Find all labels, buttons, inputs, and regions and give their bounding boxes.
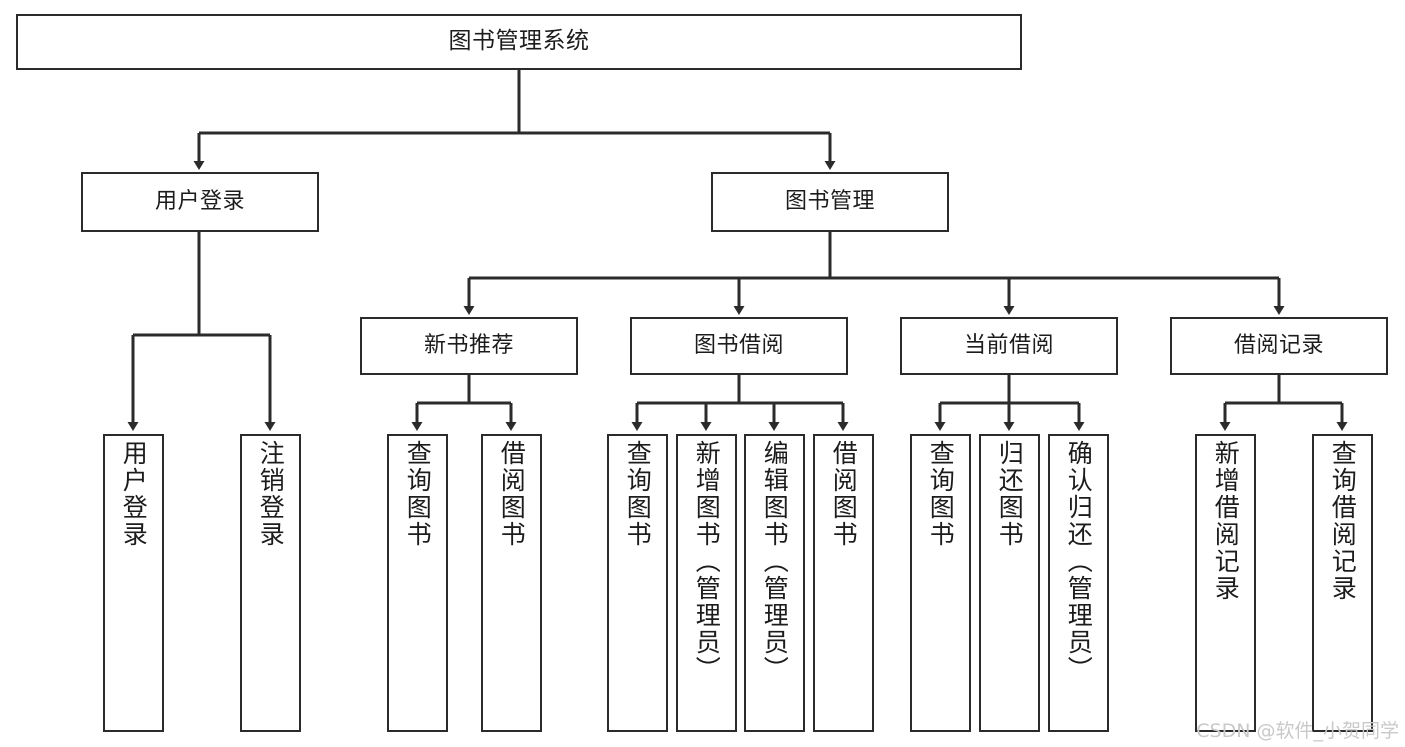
node-book-management[interactable]: 图书管理 <box>711 172 949 232</box>
node-new-book-recommend[interactable]: 新书推荐 <box>360 317 578 375</box>
leaf-user-login[interactable]: 用户登录 <box>103 434 164 732</box>
leaf-add-book-admin[interactable]: 新增图书（管理员） <box>676 434 737 732</box>
leaf-confirm-return-admin[interactable]: 确认归还（管理员） <box>1048 434 1109 732</box>
node-label: 用户登录 <box>119 440 149 548</box>
leaf-borrow-book[interactable]: 借阅图书 <box>813 434 874 732</box>
node-label: 注销登录 <box>256 440 286 548</box>
leaf-query-borrow-record[interactable]: 查询借阅记录 <box>1312 434 1373 732</box>
node-label: 查询图书 <box>623 440 653 548</box>
leaf-query-book-recommend[interactable]: 查询图书 <box>387 434 448 732</box>
node-label: 图书管理系统 <box>448 28 590 55</box>
node-label: 查询图书 <box>403 440 433 548</box>
leaf-query-book-borrow[interactable]: 查询图书 <box>607 434 668 732</box>
leaf-query-book-current[interactable]: 查询图书 <box>910 434 971 732</box>
node-user-login[interactable]: 用户登录 <box>81 172 319 232</box>
node-label: 新书推荐 <box>423 333 514 359</box>
leaf-logout[interactable]: 注销登录 <box>240 434 301 732</box>
leaf-edit-book-admin[interactable]: 编辑图书（管理员） <box>744 434 805 732</box>
node-label: 用户登录 <box>154 189 245 215</box>
node-book-borrow[interactable]: 图书借阅 <box>630 317 848 375</box>
node-label: 当前借阅 <box>963 333 1054 359</box>
node-label: 确认归还（管理员） <box>1064 440 1094 683</box>
node-label: 新增借阅记录 <box>1211 440 1241 602</box>
node-label: 借阅记录 <box>1233 333 1324 359</box>
node-label: 归还图书 <box>995 440 1025 548</box>
leaf-add-borrow-record[interactable]: 新增借阅记录 <box>1195 434 1256 732</box>
leaf-return-book[interactable]: 归还图书 <box>979 434 1040 732</box>
node-label: 借阅图书 <box>497 440 527 548</box>
node-label: 查询借阅记录 <box>1328 440 1358 602</box>
watermark: CSDN @软件_小贺同学 <box>1196 720 1399 742</box>
node-label: 查询图书 <box>926 440 956 548</box>
node-current-borrow[interactable]: 当前借阅 <box>900 317 1118 375</box>
node-label: 图书借阅 <box>693 333 784 359</box>
node-borrow-records[interactable]: 借阅记录 <box>1170 317 1388 375</box>
node-root-system[interactable]: 图书管理系统 <box>16 14 1022 70</box>
node-label: 编辑图书（管理员） <box>760 440 790 683</box>
node-label: 借阅图书 <box>829 440 859 548</box>
node-label: 新增图书（管理员） <box>692 440 722 683</box>
node-label: 图书管理 <box>784 189 875 215</box>
leaf-borrow-book-recommend[interactable]: 借阅图书 <box>481 434 542 732</box>
